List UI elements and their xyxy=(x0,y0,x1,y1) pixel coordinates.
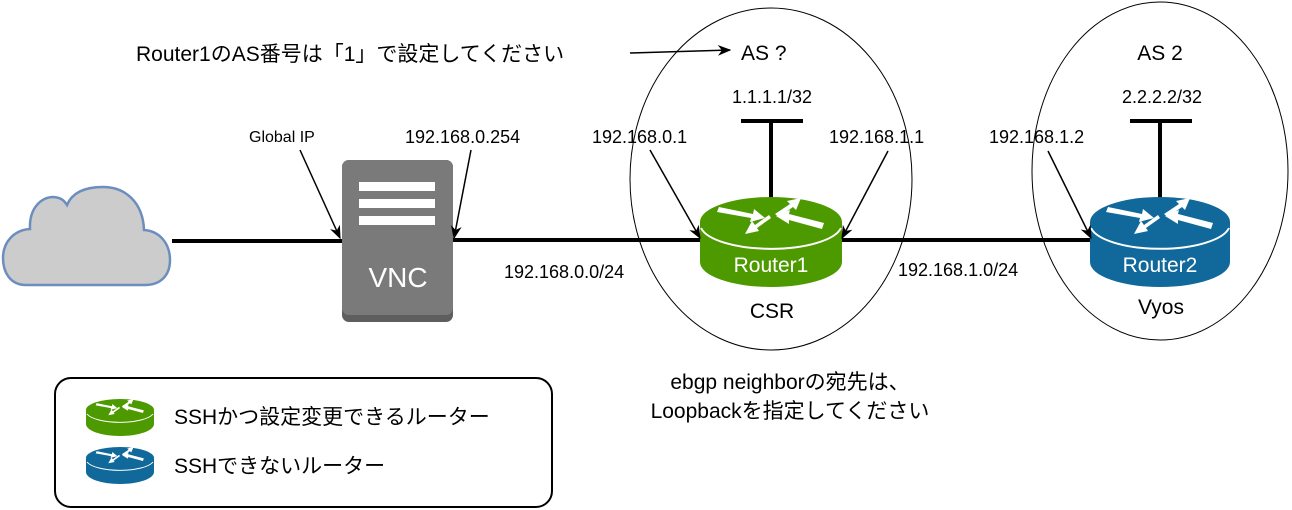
loopback-2-address: 2.2.2.2/32 xyxy=(1122,87,1202,107)
router2-label: Router2 xyxy=(1123,254,1198,277)
network-lan0-label: 192.168.0.0/24 xyxy=(504,262,624,282)
arrow-global-ip xyxy=(299,149,341,240)
arrow-router1-g1 xyxy=(649,149,701,240)
internet-cloud xyxy=(1,185,172,287)
ebgp-note-line1: ebgp neighborの宛先は、 xyxy=(670,371,909,394)
router2-type-label: Vyos xyxy=(1138,296,1184,319)
legend: SSHかつ設定変更できるルーター SSHできないルーター xyxy=(54,377,553,508)
router-icon xyxy=(86,399,154,436)
loopback-router2 xyxy=(1130,119,1192,198)
vnc-global-ip-label: Global IP xyxy=(249,129,315,146)
router-icon xyxy=(1090,197,1230,287)
as-zone-1-boundary xyxy=(629,7,913,351)
as-instruction-text: Router1のAS番号は「1」で設定してください xyxy=(136,43,564,66)
as-zone-1-label: AS ? xyxy=(741,42,787,65)
loopback-router1 xyxy=(741,119,803,198)
loopback-1-address: 1.1.1.1/32 xyxy=(732,87,812,107)
router1-type-label: CSR xyxy=(750,300,794,323)
arrow-vnc-inside xyxy=(451,149,472,240)
router-icon xyxy=(86,447,154,484)
router2-eth-ip-label: 192.168.1.2 xyxy=(989,127,1084,147)
arrow-router2-eth xyxy=(1047,150,1092,240)
router-icon xyxy=(700,197,842,287)
legend-label: SSHできないルーター xyxy=(174,455,385,478)
network-lan1-label: 192.168.1.0/24 xyxy=(898,260,1018,280)
ebgp-note-line2: Loopbackを指定してください xyxy=(651,400,930,423)
router2[interactable]: Router2 xyxy=(1090,197,1230,287)
router1-g1-ip-label: 192.168.0.1 xyxy=(592,127,687,147)
legend-item-configurable: SSHかつ設定変更できるルーター xyxy=(86,399,490,436)
router1[interactable]: Router1 xyxy=(700,197,842,287)
vnc-inside-ip-label: 192.168.0.254 xyxy=(405,127,520,147)
router1-g2-ip-label: 192.168.1.1 xyxy=(829,127,924,147)
arrow-router1-g2 xyxy=(841,150,889,240)
router1-label: Router1 xyxy=(734,254,809,277)
vnc-server[interactable]: VNC xyxy=(342,160,453,322)
as-zone-2-label: AS 2 xyxy=(1137,42,1183,65)
cloud-icon xyxy=(1,185,172,287)
vnc-label: VNC xyxy=(368,262,427,293)
legend-item-readonly: SSHできないルーター xyxy=(86,447,385,484)
as-zone-2-boundary xyxy=(1031,1,1289,341)
server-icon xyxy=(359,182,435,225)
legend-label: SSHかつ設定変更できるルーター xyxy=(174,406,490,429)
arrow-as-instruction xyxy=(629,44,732,56)
